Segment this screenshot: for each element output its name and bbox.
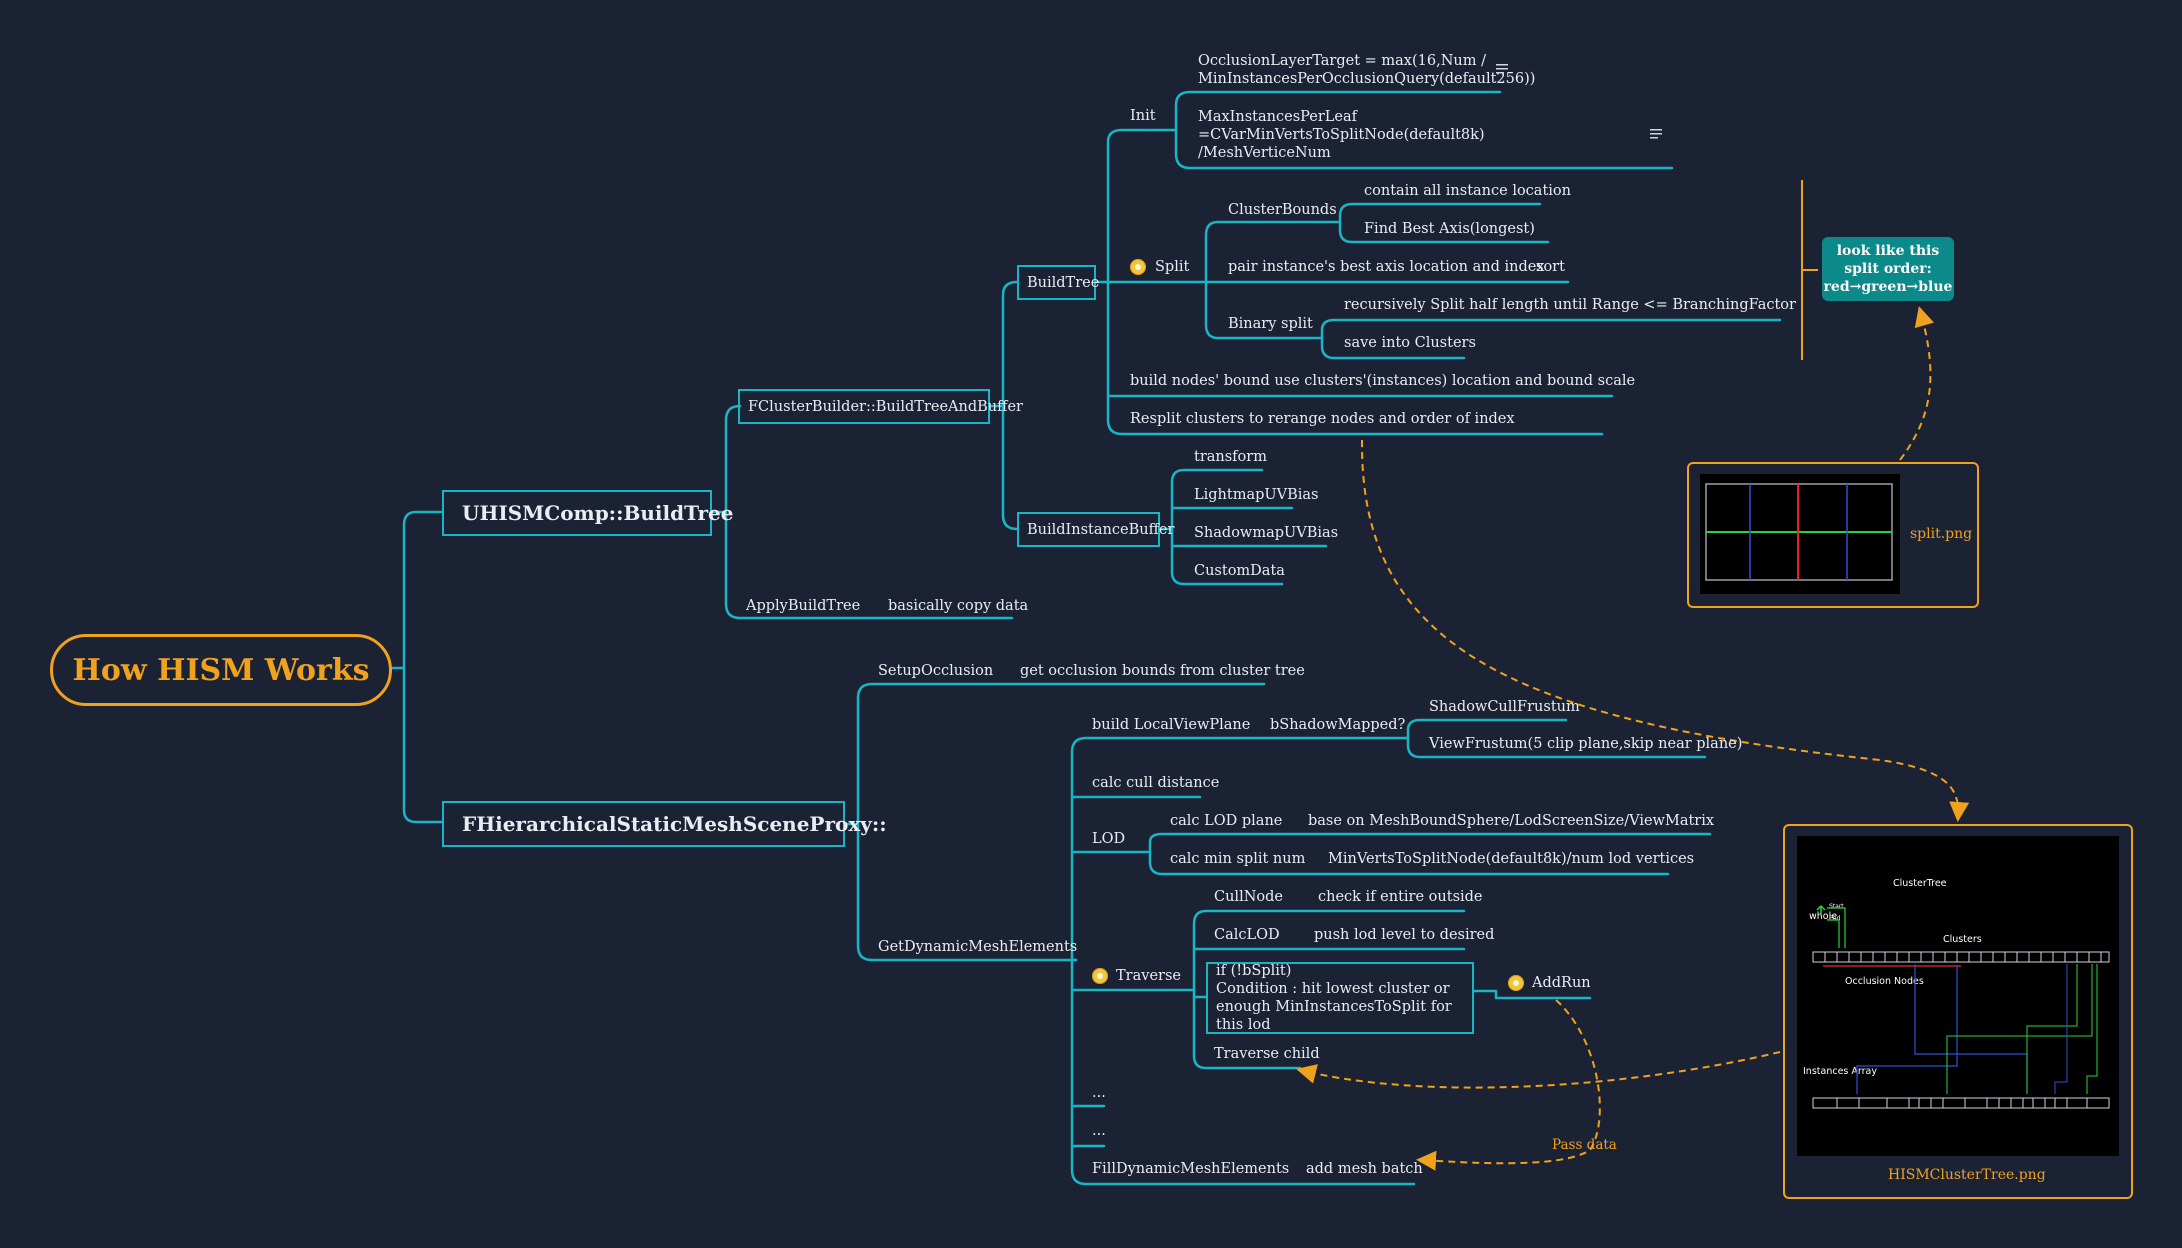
buffer-item-customdata[interactable]: CustomData (1194, 563, 1285, 579)
calc-min-split-num-note[interactable]: MinVertsToSplitNode(default8k)/num lod v… (1328, 851, 1695, 867)
binary-split-item-1[interactable]: recursively Split half length until Rang… (1344, 297, 1796, 313)
apply-note[interactable]: basically copy data (888, 598, 1029, 614)
calc-lod-plane-note[interactable]: base on MeshBoundSphere/LodScreenSize/Vi… (1308, 813, 1715, 829)
setup-occlusion-note[interactable]: get occlusion bounds from cluster tree (1020, 663, 1305, 679)
fill-dynamic-note[interactable]: add mesh batch (1306, 1161, 1423, 1177)
init-label[interactable]: Init (1130, 108, 1156, 124)
cluster-tree-image-card[interactable] (1783, 824, 2133, 1199)
init-item-1[interactable]: OcclusionLayerTarget = max(16,Num / MinI… (1198, 53, 1536, 87)
build-nodes-label[interactable]: build nodes' bound use clusters'(instanc… (1130, 373, 1636, 389)
cluster-bounds-label[interactable]: ClusterBounds (1228, 202, 1337, 218)
split-image (1700, 474, 1900, 594)
star-icon (1092, 968, 1108, 984)
bshadowmapped-label[interactable]: bShadowMapped? (1270, 717, 1406, 733)
build-localviewplane-label[interactable]: build LocalViewPlane (1092, 717, 1251, 733)
ellipsis-1[interactable]: ... (1092, 1085, 1106, 1101)
ct-clusters: Clusters (1943, 934, 1982, 945)
calc-cull-distance[interactable]: calc cull distance (1092, 775, 1220, 791)
cullnode-label[interactable]: CullNode (1214, 889, 1283, 905)
buffer-item-lightmap[interactable]: LightmapUVBias (1194, 487, 1319, 503)
sort-label[interactable]: sort (1536, 259, 1565, 275)
traverse-label[interactable]: Traverse (1116, 968, 1181, 984)
ct-instances: Instances Array (1803, 1066, 1877, 1077)
uhism-buildtree-node[interactable]: UHISMComp::BuildTree (442, 490, 733, 536)
note-icon (1650, 129, 1662, 139)
buildtree-node[interactable]: BuildTree (1017, 265, 1099, 300)
pair-label[interactable]: pair instance's best axis location and i… (1228, 259, 1545, 275)
fill-dynamic-label[interactable]: FillDynamicMeshElements (1092, 1161, 1290, 1177)
buffer-item-shadowmap[interactable]: ShadowmapUVBias (1194, 525, 1339, 541)
note-icon (1496, 64, 1508, 74)
pass-data-label: Pass data (1552, 1137, 1617, 1153)
binary-split-label[interactable]: Binary split (1228, 316, 1313, 332)
ellipsis-2[interactable]: ... (1092, 1123, 1106, 1139)
calc-min-split-num[interactable]: calc min split num (1170, 851, 1306, 867)
cullnode-note[interactable]: check if entire outside (1318, 889, 1483, 905)
cluster-tree-image-caption: HISMClusterTree.png (1888, 1167, 2046, 1183)
getdynamic-label[interactable]: GetDynamicMeshElements (878, 939, 1078, 955)
buildinstancebuffer-node[interactable]: BuildInstanceBuffer (1017, 512, 1174, 547)
calclod-label[interactable]: CalcLOD (1214, 927, 1280, 943)
star-icon (1130, 259, 1146, 275)
star-icon (1508, 975, 1524, 991)
apply-buildtree-label[interactable]: ApplyBuildTree (746, 598, 861, 614)
shadow-cull-frustum[interactable]: ShadowCullFrustum (1429, 699, 1580, 715)
fcluster-node[interactable]: FClusterBuilder::BuildTreeAndBuffer (738, 389, 1023, 424)
buffer-item-transform[interactable]: transform (1194, 449, 1267, 465)
view-frustum[interactable]: ViewFrustum(5 clip plane,skip near plane… (1429, 736, 1743, 752)
traverse-child-label[interactable]: Traverse child (1214, 1046, 1320, 1062)
calc-lod-plane[interactable]: calc LOD plane (1170, 813, 1283, 829)
cluster-bounds-item-1[interactable]: contain all instance location (1364, 183, 1571, 199)
ct-start: Start (1829, 903, 1844, 910)
setup-occlusion-label[interactable]: SetupOcclusion (878, 663, 994, 679)
ct-occlusion: Occlusion Nodes (1845, 976, 1924, 987)
cluster-bounds-item-2[interactable]: Find Best Axis(longest) (1364, 221, 1535, 237)
binary-split-item-2[interactable]: save into Clusters (1344, 335, 1476, 351)
ct-whole: whole (1809, 911, 1837, 922)
split-label[interactable]: Split (1155, 259, 1190, 275)
addrun-label[interactable]: AddRun (1532, 975, 1591, 991)
ct-title: ClusterTree (1893, 878, 1947, 889)
resplit-label[interactable]: Resplit clusters to rerange nodes and or… (1130, 411, 1515, 427)
split-order-callout[interactable]: look like this split order: red→green→bl… (1822, 237, 1954, 301)
cluster-tree-image: ClusterTree whole Start End Clusters Occ… (1797, 836, 2119, 1156)
lod-label[interactable]: LOD (1092, 831, 1126, 847)
init-item-2[interactable]: MaxInstancesPerLeaf =CVarMinVertsToSplit… (1198, 109, 1485, 161)
calclod-note[interactable]: push lod level to desired (1314, 927, 1495, 943)
if-bsplit-box[interactable]: if (!bSplit) Condition : hit lowest clus… (1206, 962, 1474, 1034)
proxy-node[interactable]: FHierarchicalStaticMeshSceneProxy:: (442, 801, 887, 847)
root-node[interactable]: How HISM Works (50, 634, 392, 706)
split-image-caption: split.png (1910, 526, 1973, 542)
split-image-card[interactable] (1687, 462, 1979, 608)
ct-end: End (1829, 915, 1841, 922)
